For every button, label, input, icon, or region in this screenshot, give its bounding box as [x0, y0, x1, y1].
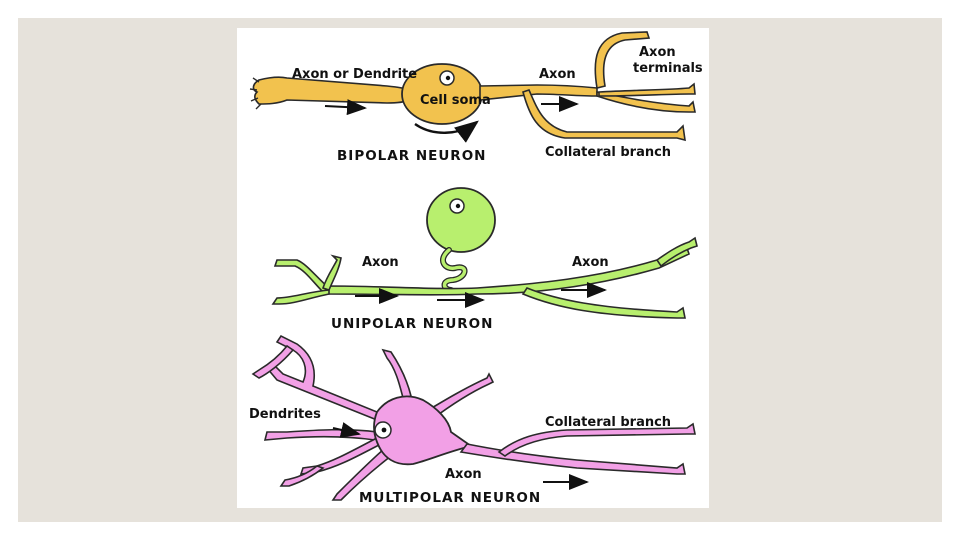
bipolar-axon: [479, 84, 598, 101]
multipolar-cell-soma: [373, 395, 474, 466]
label-bipolar-axon: Axon: [539, 67, 576, 82]
label-axon-or-dendrite: Axon or Dendrite: [292, 67, 417, 82]
label-axon-terminals-line2: terminals: [633, 61, 703, 76]
label-unipolar-axon-right: Axon: [572, 255, 609, 270]
label-unipolar-axon-left: Axon: [362, 255, 399, 270]
title-unipolar-neuron: UNIPOLAR NEURON: [331, 316, 493, 332]
unipolar-axon-fiber: [326, 246, 690, 296]
bipolar-dendrite: [252, 76, 410, 105]
bipolar-neuron: Axon or Dendrite Cell soma Axon Axon ter…: [249, 31, 703, 164]
unipolar-neuron: Axon Axon UNIPOLAR NEURON: [271, 187, 698, 332]
label-multipolar-collateral: Collateral branch: [545, 415, 671, 430]
unipolar-cell-soma: [426, 187, 496, 253]
bipolar-collateral-branch: [522, 89, 686, 142]
label-axon-terminals-line1: Axon: [639, 45, 676, 60]
neuron-diagram: Axon or Dendrite Cell soma Axon Axon ter…: [249, 31, 703, 506]
label-bipolar-collateral: Collateral branch: [545, 145, 671, 160]
label-dendrites: Dendrites: [249, 407, 321, 422]
neuron-types-figure: Axon or Dendrite Cell soma Axon Axon ter…: [237, 28, 709, 508]
multipolar-axon: [459, 443, 686, 475]
bipolar-axon-terminals: [594, 31, 651, 89]
title-bipolar-neuron: BIPOLAR NEURON: [337, 148, 486, 164]
multipolar-neuron: Dendrites Collateral branch Axon MULTIPO…: [249, 334, 696, 506]
label-multipolar-axon: Axon: [445, 467, 482, 482]
label-cell-soma: Cell soma: [420, 93, 491, 108]
multipolar-collateral-branch: [497, 422, 696, 457]
title-multipolar-neuron: MULTIPOLAR NEURON: [359, 490, 541, 506]
